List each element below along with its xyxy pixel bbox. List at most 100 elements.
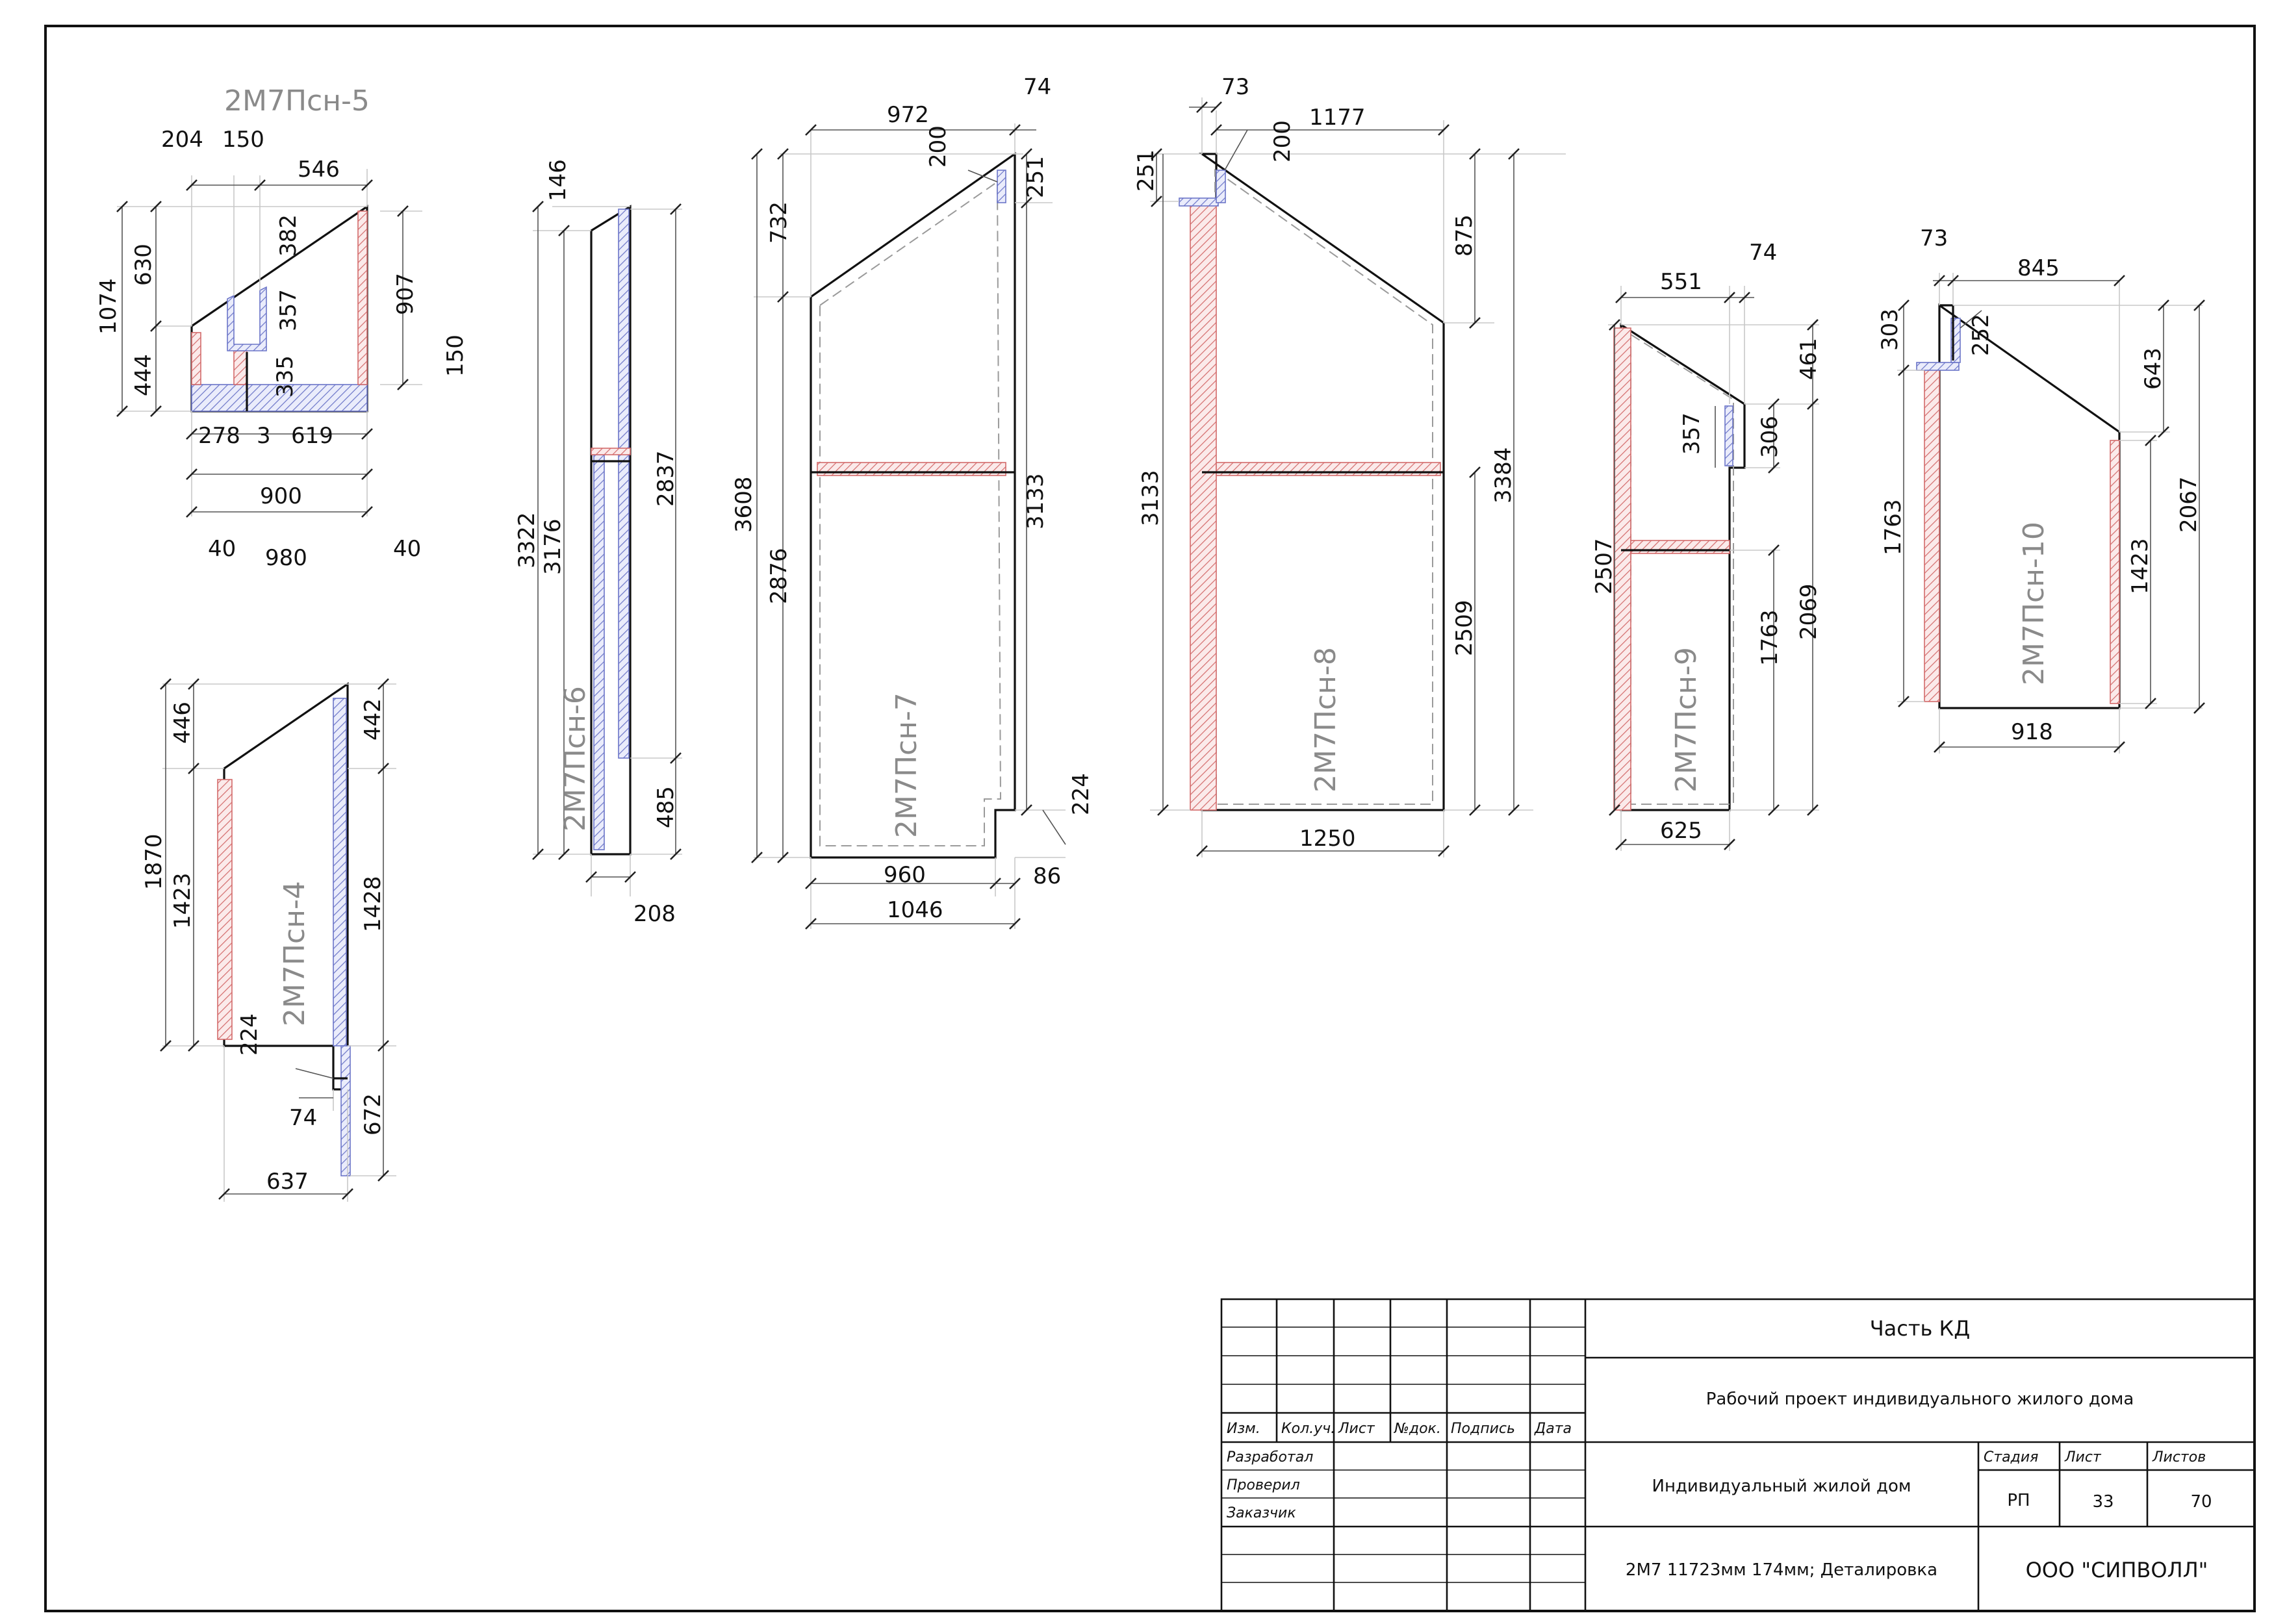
dimension-label: 1423 <box>170 872 196 929</box>
sheet-title: 2М7 11723мм 174мм; Деталировка <box>1626 1560 1937 1580</box>
dimension-label: 900 <box>260 483 302 509</box>
title-block-label: Стадия <box>1984 1449 2038 1465</box>
dimension-label: 3 <box>257 423 271 449</box>
panel-2m7psn-9: 2М7Псн-9 551 74 461 357 306 2507 1763 20… <box>1591 240 1822 851</box>
title-block-label: Изм. <box>1227 1421 1260 1437</box>
dimension-label: 442 <box>360 698 386 741</box>
part-title: Часть КД <box>1870 1316 1971 1341</box>
dimension-label: 74 <box>1023 74 1051 100</box>
dimension-label: 150 <box>442 335 468 377</box>
dimension-label: 3133 <box>1023 473 1049 529</box>
dimension-label: 1870 <box>141 833 167 890</box>
dimension-label: 619 <box>291 423 333 449</box>
dimension-label: 357 <box>1679 412 1705 455</box>
panel-label-6: 2М7Псн-6 <box>559 686 592 831</box>
sheet-frame <box>44 25 2256 1612</box>
dimension-label: 40 <box>393 536 421 562</box>
title-block-label: Проверил <box>1227 1477 1300 1493</box>
title-block: Изм. Кол.уч. Лист №док. Подпись Дата Раз… <box>1220 1298 2256 1612</box>
sheets-value: 70 <box>2190 1492 2212 1512</box>
panel-2m7psn-7: 2М7Псн-7 972 74 200 251 732 3608 2876 31… <box>731 74 1094 930</box>
panel-label-7: 2М7Псн-7 <box>890 692 923 838</box>
panel-2m7psn-5: 2М7Псн-5 204 150 546 630 1074 382 357 90… <box>96 84 468 571</box>
dimension-label: 2507 <box>1591 538 1617 594</box>
project-title: Рабочий проект индивидуального жилого до… <box>1706 1389 2134 1409</box>
dimension-label: 74 <box>1749 240 1777 266</box>
title-block-label: Лист <box>2064 1449 2102 1465</box>
dimension-label: 845 <box>2017 255 2060 281</box>
dimension-label: 306 <box>1757 416 1783 458</box>
dimension-label: 551 <box>1660 269 1702 295</box>
dimension-label: 630 <box>131 244 157 286</box>
stage-value: РП <box>2007 1491 2030 1510</box>
dimension-label: 3322 <box>514 512 540 568</box>
dimension-label: 546 <box>298 157 340 183</box>
dimension-label: 972 <box>887 102 929 128</box>
sheet-value: 33 <box>2092 1492 2114 1512</box>
dimension-label: 643 <box>2140 348 2166 390</box>
panel-label-9: 2М7Псн-9 <box>1670 647 1703 793</box>
dimension-label: 1074 <box>96 278 121 335</box>
title-block-label: Заказчик <box>1227 1505 1296 1521</box>
dimension-label: 1763 <box>1880 499 1906 555</box>
dimension-label: 1250 <box>1299 826 1356 852</box>
dimension-label: 875 <box>1451 214 1477 257</box>
panel-label-5: 2М7Псн-5 <box>224 84 370 118</box>
company-name: ООО "СИПВОЛЛ" <box>2026 1558 2208 1582</box>
dimension-label: 732 <box>766 201 792 244</box>
panel-2m7psn-6: 2М7Псн-6 146 3322 3176 2837 485 208 <box>514 159 682 927</box>
dimension-label: 224 <box>236 1013 262 1056</box>
dimension-label: 146 <box>545 159 571 201</box>
dimension-label: 251 <box>1133 149 1159 192</box>
dimension-label: 382 <box>275 214 301 257</box>
dimension-label: 1763 <box>1757 609 1783 666</box>
dimension-label: 3133 <box>1138 470 1164 526</box>
title-block-label: Кол.уч. <box>1281 1421 1335 1437</box>
panel-2m7psn-10: 2М7Псн-10 73 845 303 252 643 1763 2067 1… <box>1877 225 2205 754</box>
panel-2m7psn-8: 2М7Псн-8 73 1177 200 251 875 3133 2509 3… <box>1133 74 1566 857</box>
dimension-label: 3608 <box>731 476 757 533</box>
dimension-label: 335 <box>272 355 298 398</box>
dimension-label: 251 <box>1023 156 1049 198</box>
dimension-label: 637 <box>266 1169 309 1195</box>
panel-label-10: 2М7Псн-10 <box>2017 522 2050 685</box>
dimension-label: 3176 <box>540 518 566 575</box>
dimension-label: 461 <box>1796 338 1822 380</box>
dimension-label: 1423 <box>2127 538 2153 594</box>
title-block-label: Дата <box>1534 1421 1572 1437</box>
dimension-label: 303 <box>1877 309 1903 351</box>
panel-2m7psn-4: 2М7Псн-4 446 442 1870 1423 1428 224 74 6… <box>141 678 396 1202</box>
dimension-label: 446 <box>170 702 196 744</box>
dimension-label: 485 <box>653 786 679 828</box>
dimension-label: 1046 <box>887 897 943 923</box>
dimension-label: 74 <box>289 1105 317 1131</box>
dimension-label: 980 <box>265 545 307 571</box>
dimension-label: 907 <box>392 273 418 315</box>
dimension-label: 672 <box>360 1093 386 1136</box>
dimension-label: 2069 <box>1796 583 1822 640</box>
dimension-label: 444 <box>131 354 157 396</box>
dimension-label: 278 <box>198 423 240 449</box>
dimension-label: 2837 <box>653 450 679 507</box>
dimension-label: 2067 <box>2176 476 2202 533</box>
panel-label-8: 2М7Псн-8 <box>1309 647 1342 793</box>
title-block-label: Листов <box>2152 1449 2206 1465</box>
dimension-label: 150 <box>222 127 264 153</box>
title-block-label: Разработал <box>1227 1449 1313 1465</box>
object-title: Индивидуальный жилой дом <box>1652 1477 1911 1496</box>
dimension-label: 2876 <box>766 548 792 604</box>
dimension-label: 200 <box>925 125 951 168</box>
dimension-label: 1428 <box>360 876 386 932</box>
dimension-label: 86 <box>1033 863 1061 889</box>
dimension-label: 357 <box>275 289 301 331</box>
dimension-label: 200 <box>1270 120 1296 162</box>
dimension-label: 2509 <box>1451 600 1477 656</box>
dimension-label: 3384 <box>1490 447 1516 503</box>
dimension-label: 73 <box>1920 225 1948 251</box>
dimension-label: 1177 <box>1309 105 1366 131</box>
dimension-label: 40 <box>208 536 236 562</box>
dimension-label: 73 <box>1221 74 1249 100</box>
dimension-label: 252 <box>1968 314 1994 356</box>
dimension-label: 204 <box>161 127 203 153</box>
